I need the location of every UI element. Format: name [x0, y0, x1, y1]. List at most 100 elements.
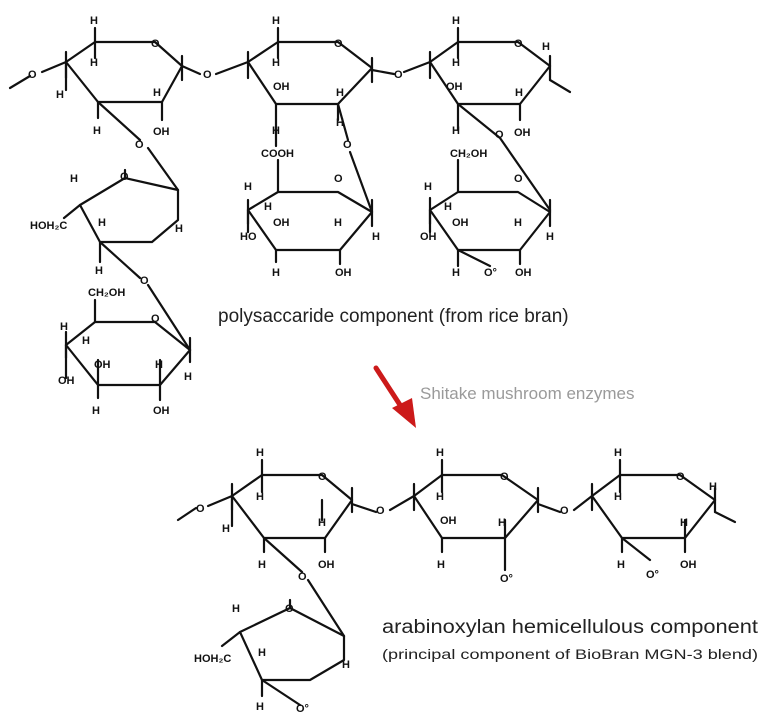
atom-label: O	[298, 571, 307, 583]
atom-label: O°	[296, 703, 309, 715]
atom-label: O	[343, 139, 352, 151]
atom-label: OH	[420, 231, 437, 243]
bottom-arabinoxylan-bonds	[176, 458, 737, 707]
top-polysaccharide-bonds	[8, 26, 572, 402]
atom-label: H	[82, 335, 90, 347]
atom-label: H	[90, 57, 98, 69]
atom-label: H	[92, 405, 100, 417]
atom-label: H	[175, 223, 183, 235]
atom-label: H	[60, 321, 68, 333]
atom-label: O	[560, 505, 569, 517]
atom-label: H	[452, 125, 460, 137]
atom-label: H	[56, 89, 64, 101]
atom-label: H	[95, 265, 103, 277]
atom-label: OH	[153, 405, 170, 417]
bottom-subcaption: (principal component of BioBran MGN-3 bl…	[382, 646, 758, 662]
atom-label: O	[376, 505, 385, 517]
atom-label: HO	[240, 231, 257, 243]
atom-label: CH₂OH	[88, 287, 125, 299]
atom-label: H	[155, 359, 163, 371]
atom-label: H	[436, 491, 444, 503]
atom-label: O°	[646, 569, 659, 581]
atom-label: H	[444, 201, 452, 213]
atom-label: OH	[273, 81, 290, 93]
atom-label: H	[184, 371, 192, 383]
atom-label: H	[614, 447, 622, 459]
atom-label: O	[334, 38, 343, 50]
atom-label: OH	[273, 217, 290, 229]
atom-label: O	[28, 69, 37, 81]
atom-label: OH	[153, 126, 170, 138]
atom-label: OH	[318, 559, 335, 571]
atom-label: H	[90, 15, 98, 27]
atom-label: H	[272, 125, 280, 137]
atom-label: H	[272, 57, 280, 69]
atom-label: O	[500, 471, 509, 483]
atom-label: H	[256, 701, 264, 713]
atom-label: H	[424, 181, 432, 193]
atom-label: OH	[452, 217, 469, 229]
atom-label: O	[285, 603, 294, 615]
atom-label: O	[203, 69, 212, 81]
atom-label: O	[514, 38, 523, 50]
atom-label: OH	[514, 127, 531, 139]
atom-label: CH₂OH	[450, 148, 487, 160]
atom-label: H	[272, 15, 280, 27]
atom-label: H	[318, 517, 326, 529]
atom-label: O	[514, 173, 523, 185]
atom-label: H	[452, 57, 460, 69]
atom-label: H	[153, 87, 161, 99]
atom-label: O°	[500, 573, 513, 585]
atom-label: OH	[94, 359, 111, 371]
atom-label: H	[232, 603, 240, 615]
atom-label: OH	[58, 375, 75, 387]
atom-label: O	[151, 313, 160, 325]
atom-label: O	[318, 471, 327, 483]
atom-label: H	[709, 481, 717, 493]
atom-label: H	[614, 491, 622, 503]
bottom-caption: arabinoxylan hemicellulous component	[382, 617, 759, 638]
atom-label: H	[342, 659, 350, 671]
atom-label: H	[452, 267, 460, 279]
atom-label: H	[334, 217, 342, 229]
atom-label: H	[98, 217, 106, 229]
top-polysaccharide-atoms: O H H O H H H OH O O H H O OH H H H O CO…	[28, 15, 554, 417]
atom-label: H	[372, 231, 380, 243]
atom-label: H	[258, 647, 266, 659]
atom-label: H	[498, 517, 506, 529]
atom-label: H	[336, 117, 344, 129]
atom-label: H	[546, 231, 554, 243]
atom-label: H	[258, 559, 266, 571]
atom-label: O	[120, 171, 129, 183]
atom-label: HOH₂C	[30, 220, 67, 232]
atom-label: O	[151, 38, 160, 50]
atom-label: H	[244, 181, 252, 193]
atom-label: O	[676, 471, 685, 483]
atom-label: H	[264, 201, 272, 213]
atom-label: O	[140, 275, 149, 287]
atom-label: H	[514, 217, 522, 229]
atom-label: H	[617, 559, 625, 571]
atom-label: OH	[335, 267, 352, 279]
atom-label: OH	[680, 559, 697, 571]
atom-label: H	[272, 267, 280, 279]
atom-label: H	[515, 87, 523, 99]
bottom-arabinoxylan-atoms: O H H O H H H OH O O H H O OH H H O° O H…	[194, 447, 717, 715]
atom-label: O	[334, 173, 343, 185]
atom-label: H	[256, 447, 264, 459]
atom-label: H	[93, 125, 101, 137]
atom-label: O	[394, 69, 403, 81]
top-caption: polysaccaride component (from rice bran)	[218, 306, 569, 327]
atom-label: HOH₂C	[194, 653, 231, 665]
atom-label: H	[452, 15, 460, 27]
atom-label: H	[70, 173, 78, 185]
atom-label: OH	[446, 81, 463, 93]
atom-label: H	[222, 523, 230, 535]
atom-label: H	[256, 491, 264, 503]
atom-label: O°	[484, 267, 497, 279]
atom-label: O	[135, 139, 144, 151]
atom-label: H	[542, 41, 550, 53]
atom-label: O	[196, 503, 205, 515]
atom-label: H	[336, 87, 344, 99]
